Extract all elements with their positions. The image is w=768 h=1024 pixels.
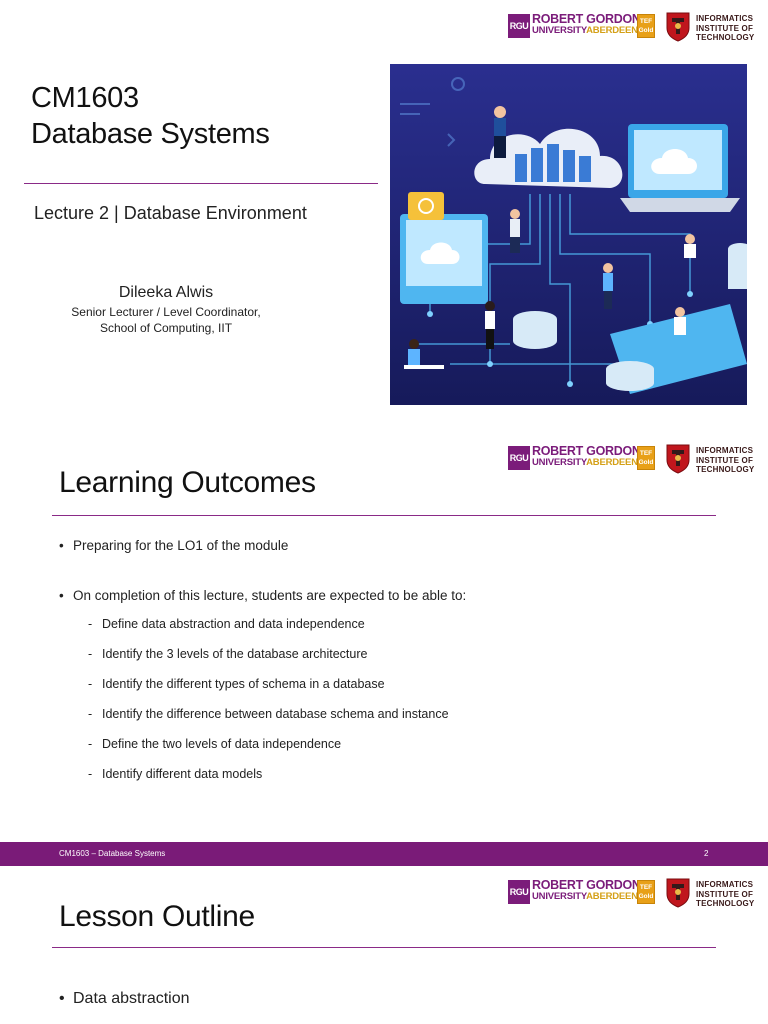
iit-shield-icon [666,444,690,474]
rgu-badge-logo: RGU [508,446,530,470]
course-code: CM1603 [31,82,139,114]
page-number: 2 [704,849,709,858]
title-divider [52,515,716,516]
course-name: Database Systems [31,118,270,150]
bullet-item: Preparing for the LO1 of the module [59,538,288,553]
sub-bullet-item: -Identify the 3 levels of the database a… [88,647,368,661]
title-slide: RGU ROBERT GORDON UNIVERSITYABERDEEN TEF… [0,0,768,432]
bullet-item: On completion of this lecture, students … [59,588,466,603]
iit-wordmark: INFORMATICS INSTITUTE OF TECHNOLOGY [696,14,755,42]
rgu-wordmark: ROBERT GORDON UNIVERSITYABERDEEN [532,878,641,902]
slide-title: Lesson Outline [59,900,255,933]
rgu-name: ROBERT GORDON [532,12,641,26]
footer-course: CM1603 – Database Systems [59,849,166,858]
sub-bullet-item: -Define data abstraction and data indepe… [88,617,365,631]
iit-wordmark: INFORMATICS INSTITUTE OF TECHNOLOGY [696,880,755,908]
slide-title: Learning Outcomes [59,466,316,499]
sub-bullet-item: -Identify the different types of schema … [88,677,385,691]
sub-bullet-item: -Define the two levels of data independe… [88,737,342,751]
rgu-subname: UNIVERSITYABERDEEN [532,25,638,36]
iit-shield-icon [666,12,690,42]
cloud-database-illustration [390,64,747,405]
title-divider [24,183,378,184]
bullet-item: Data abstraction [59,990,190,1008]
author-name: Dileeka Alwis [118,284,214,301]
rgu-wordmark: ROBERT GORDON UNIVERSITYABERDEEN [532,13,642,37]
slide-footer: CM1603 – Database Systems 2 [0,842,768,866]
sub-bullet-item: -Identify different data models [88,767,263,781]
logo-bar: RGU ROBERT GORDON UNIVERSITYABERDEEN TEF… [508,878,758,910]
learning-outcomes-slide: RGU ROBERT GORDON UNIVERSITYABERDEEN TEF… [0,432,768,866]
logo-bar: RGU ROBERT GORDON UNIVERSITYABERDEEN TEF… [508,12,758,44]
iit-wordmark: INFORMATICS INSTITUTE OF TECHNOLOGY [696,446,755,474]
lesson-outline-slide: RGU ROBERT GORDON UNIVERSITYABERDEEN TEF… [0,866,768,1024]
sub-bullet-item: -Identify the difference between databas… [88,707,449,721]
rgu-wordmark: ROBERT GORDON UNIVERSITYABERDEEN [532,444,641,468]
iit-shield-icon [666,878,690,908]
rgu-badge-logo: RGU [508,14,530,38]
title-divider [52,947,716,948]
rgu-badge-logo: RGU [508,880,530,904]
lecture-subtitle: Lecture 2 | Database Environment [34,203,307,223]
logo-bar: RGU ROBERT GORDON UNIVERSITYABERDEEN TEF… [508,444,758,476]
author-role: Senior Lecturer / Level Coordinator, Sch… [71,305,261,335]
